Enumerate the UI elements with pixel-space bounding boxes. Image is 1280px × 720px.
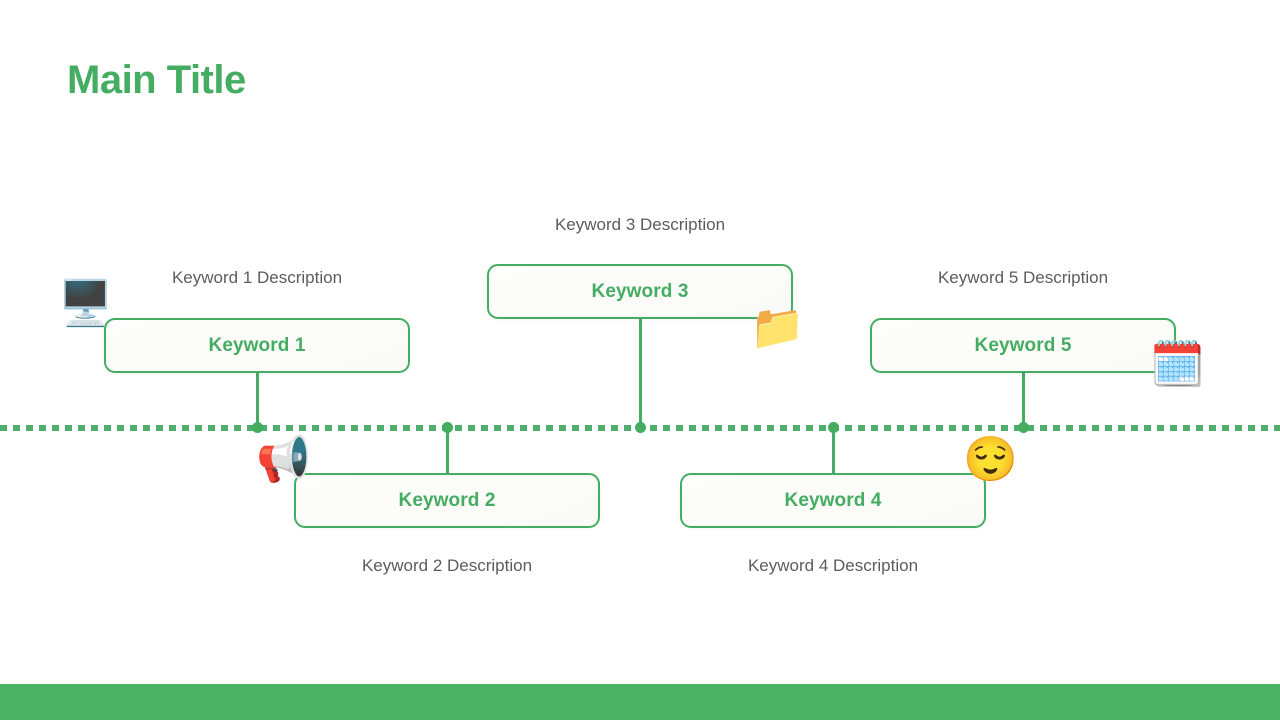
keyword-description-4: Keyword 4 Description	[747, 556, 919, 575]
keyword-label-1: Keyword 1	[208, 334, 306, 356]
connector-stem-2	[445, 428, 449, 474]
timeline-node-2[interactable]	[441, 422, 453, 433]
keyword-box-2[interactable]: Keyword 2	[294, 473, 600, 528]
timeline-node-1[interactable]	[251, 422, 263, 433]
connector-stem-1	[255, 373, 259, 426]
keyword-box-1[interactable]: Keyword 1	[104, 318, 410, 373]
bottom-accent-bar	[0, 684, 1280, 720]
spiral-calendar-icon: 🗓️	[1150, 340, 1205, 389]
keyword-label-3: Keyword 3	[591, 280, 689, 302]
keyword-label-4: Keyword 4	[784, 489, 882, 511]
keyword-description-3: Keyword 3 Description	[554, 215, 726, 234]
timeline-node-4[interactable]	[827, 422, 839, 433]
keyword-description-1: Keyword 1 Description	[171, 268, 343, 287]
connector-stem-3	[638, 319, 642, 426]
desktop-computer-icon: 🖥️	[58, 279, 113, 328]
keyword-box-4[interactable]: Keyword 4	[680, 473, 986, 528]
relieved-face-icon: 😌	[963, 435, 1018, 484]
megaphone-icon: 📢	[256, 435, 311, 484]
timeline-node-3[interactable]	[634, 422, 646, 433]
connector-stem-4	[831, 428, 835, 474]
connector-stem-5	[1021, 373, 1025, 426]
keyword-label-2: Keyword 2	[398, 489, 496, 511]
keyword-box-5[interactable]: Keyword 5	[870, 318, 1176, 373]
folder-icon: 📁	[750, 303, 805, 352]
timeline-node-5[interactable]	[1017, 422, 1029, 433]
keyword-description-5: Keyword 5 Description	[937, 268, 1109, 287]
page-title: Main Title	[67, 58, 246, 102]
keyword-label-5: Keyword 5	[974, 334, 1072, 356]
keyword-box-3[interactable]: Keyword 3	[487, 264, 793, 319]
keyword-description-2: Keyword 2 Description	[361, 556, 533, 575]
